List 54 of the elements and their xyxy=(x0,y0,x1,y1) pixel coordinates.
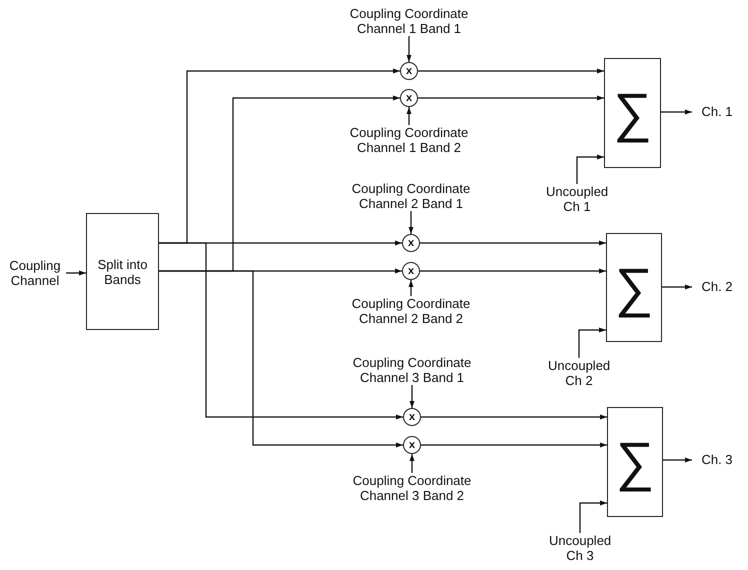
summer-box xyxy=(606,233,662,342)
box-label: Split into Bands xyxy=(96,256,148,286)
sigma-symbol: ∑ xyxy=(614,260,654,316)
arrow xyxy=(66,270,86,276)
arrow xyxy=(576,154,604,184)
signal-label: Coupling Channel xyxy=(4,258,66,288)
arrow xyxy=(579,500,607,533)
signal-label: Coupling Coordinate Channel 1 Band 1 xyxy=(334,6,484,36)
multiply-sign: x xyxy=(406,92,412,104)
multiplier-circle xyxy=(402,234,420,252)
multiplier-circle xyxy=(402,262,420,280)
multiply-sign: x xyxy=(406,66,412,76)
multiplier-circle xyxy=(400,62,418,80)
signal-label: Uncoupled Ch 3 xyxy=(549,533,611,563)
signal-label: Coupling Coordinate Channel 3 Band 2 xyxy=(337,473,487,503)
arrow xyxy=(159,270,403,448)
multiplier-circle xyxy=(403,408,421,426)
arrow xyxy=(420,268,606,274)
arrow xyxy=(661,110,692,114)
signal-label: Ch. 3 xyxy=(692,452,742,468)
signal-label: Coupling Coordinate Channel 2 Band 1 xyxy=(336,181,486,211)
process-box xyxy=(86,213,159,330)
arrow xyxy=(578,328,606,358)
arrow xyxy=(662,284,692,290)
arrow xyxy=(408,280,414,296)
signal-label: Ch. 2 xyxy=(692,279,742,295)
sigma-symbol: ∑ xyxy=(613,85,652,141)
arrow xyxy=(418,96,604,100)
arrow xyxy=(159,242,403,420)
arrow xyxy=(408,211,414,234)
signal-label: Uncoupled Ch 1 xyxy=(546,184,608,214)
arrow xyxy=(406,36,412,62)
signal-label: Ch. 1 xyxy=(692,104,742,120)
arrow xyxy=(663,458,692,462)
multiply-sign: x xyxy=(408,440,416,450)
multiplier-circle xyxy=(403,436,421,454)
signal-label: Uncoupled Ch 2 xyxy=(548,358,610,388)
multiply-sign: x xyxy=(408,238,414,248)
arrow xyxy=(421,414,607,420)
multiply-sign: x xyxy=(408,412,416,422)
arrow xyxy=(421,442,607,448)
multiply-sign: x xyxy=(408,266,414,276)
arrow xyxy=(420,240,606,246)
arrow xyxy=(410,454,414,473)
summer-box xyxy=(607,407,663,517)
sigma-symbol: ∑ xyxy=(616,434,654,490)
arrow xyxy=(418,68,604,74)
signal-label: Coupling Coordinate Channel 2 Band 2 xyxy=(336,296,486,326)
arrow xyxy=(410,385,414,408)
multiplier-circle xyxy=(400,89,418,107)
arrow xyxy=(406,107,412,125)
signal-label: Coupling Coordinate Channel 1 Band 2 xyxy=(334,125,484,155)
summer-box xyxy=(604,58,661,168)
signal-label: Coupling Coordinate Channel 3 Band 1 xyxy=(337,355,487,385)
